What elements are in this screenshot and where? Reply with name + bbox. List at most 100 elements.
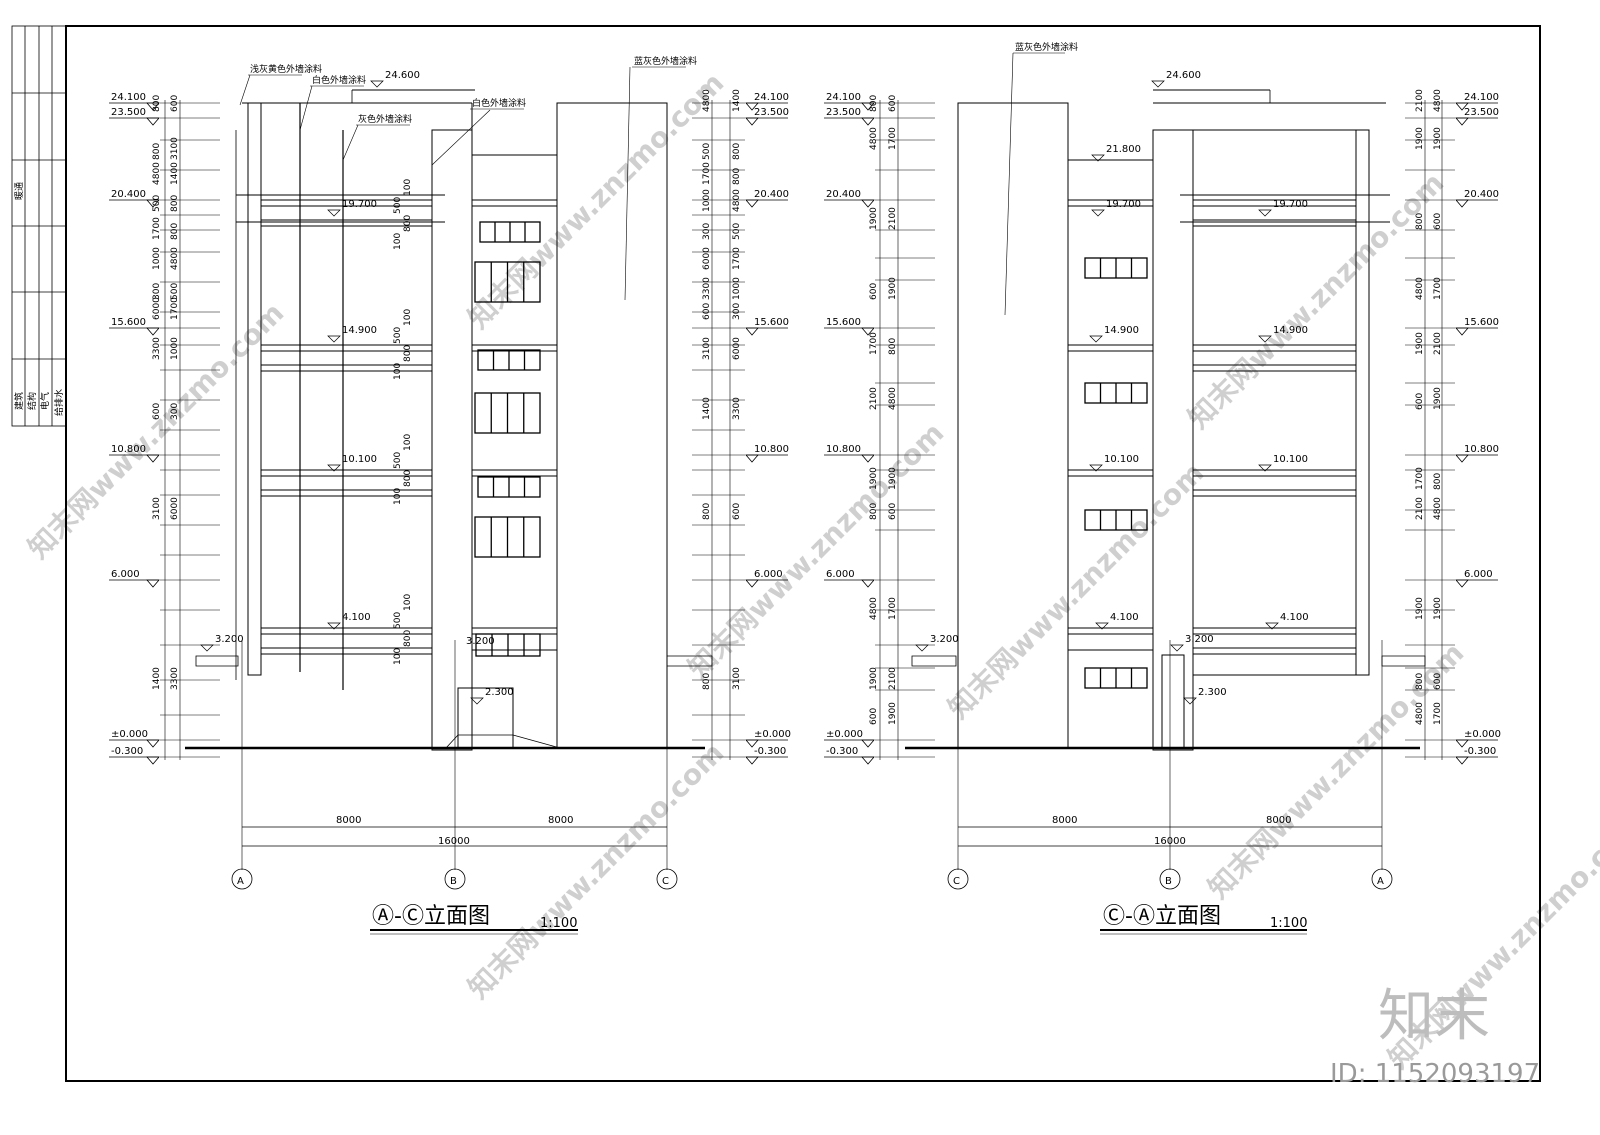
- side-table: [11, 25, 67, 427]
- dim-segment: 8000: [336, 815, 361, 826]
- inner-dim: 100: [393, 233, 403, 250]
- level-symbol: [745, 199, 759, 208]
- level-label-right: 10.800: [754, 444, 789, 455]
- dim-label-right-outer: 800: [732, 168, 742, 185]
- level-label-right: 6.000: [754, 569, 783, 580]
- dim-label-left-outer: 1400: [152, 667, 162, 690]
- dim-label-right-outer: 1900: [1433, 597, 1443, 620]
- level-label-right: 23.500: [1464, 107, 1499, 118]
- material-note: 蓝灰色外墙涂料: [634, 55, 697, 67]
- inner-level: 4.100: [342, 612, 371, 623]
- leader: [342, 124, 359, 161]
- dim-label-right-outer: 500: [732, 223, 742, 240]
- inner-level: 4.100: [1110, 612, 1139, 623]
- dim-label-right: 1000: [702, 189, 712, 212]
- dim-label-right: 800: [1415, 673, 1425, 690]
- axis-label: B: [450, 876, 457, 887]
- floor-band-right: [471, 199, 558, 207]
- dim-label-left: 1900: [888, 467, 898, 490]
- level-label-left: 23.500: [111, 107, 146, 118]
- axis-bubble: [656, 868, 678, 890]
- axis-bubble: [444, 868, 466, 890]
- inner-level: 3.200: [466, 636, 495, 647]
- dim-label-right-outer: 1900: [1433, 387, 1443, 410]
- dim-label-left-outer: 4800: [152, 162, 162, 185]
- watermark-text: 知末网www.znzmo.com: [1202, 636, 1471, 905]
- dim-label-right: 4800: [702, 89, 712, 112]
- inner-level-symbol: [1258, 464, 1272, 472]
- dim-label-right: 4800: [1415, 277, 1425, 300]
- leader: [1004, 52, 1014, 316]
- dim-segment: 8000: [1266, 815, 1291, 826]
- dim-label-right: 800: [702, 503, 712, 520]
- dim-label-right-outer: 800: [1433, 473, 1443, 490]
- dim-label-left: 600: [170, 95, 180, 112]
- dim-label-right: 1700: [702, 162, 712, 185]
- dim-label-left-outer: 1700: [152, 217, 162, 240]
- leader: [299, 85, 313, 131]
- level-label-right: 24.100: [1464, 92, 1499, 103]
- inner-level-symbol: [470, 697, 484, 705]
- dim-label-left-outer: 500: [152, 195, 162, 212]
- level-symbol: [146, 756, 160, 765]
- floor-band-right: [471, 627, 558, 635]
- material-note: 浅灰黄色外墙涂料: [250, 63, 322, 75]
- dim-label-left-outer: 1900: [869, 467, 879, 490]
- inner-level-symbol: [1258, 209, 1272, 217]
- inner-level: 14.900: [1273, 325, 1308, 336]
- inner-level-symbol: [1091, 209, 1105, 217]
- entrance-column: [1161, 654, 1185, 749]
- dim-label-left: 2100: [888, 207, 898, 230]
- level-label-left: 23.500: [826, 107, 861, 118]
- inner-level-symbol: [327, 209, 341, 217]
- inner-dim: 100: [393, 363, 403, 380]
- level-label-right: 6.000: [1464, 569, 1493, 580]
- level-symbol: [1455, 199, 1469, 208]
- level-symbol: [745, 117, 759, 126]
- entrance: [457, 687, 514, 749]
- floor-band-left: [1067, 627, 1154, 635]
- inner-level-symbol: [327, 622, 341, 630]
- axis-bubble: [1371, 868, 1393, 890]
- inner-dim: 100: [393, 648, 403, 665]
- inner-level-symbol: [327, 464, 341, 472]
- inner-level: 10.100: [342, 454, 377, 465]
- dim-label-right: 6000: [702, 247, 712, 270]
- canopy: [911, 655, 957, 667]
- dim-label-right-outer: 4800: [1433, 89, 1443, 112]
- level-label-left: 10.800: [826, 444, 861, 455]
- inner-level-symbol: [327, 335, 341, 343]
- axis-label: C: [662, 876, 669, 887]
- watermark-id: ID: 1152093197: [1330, 1059, 1540, 1089]
- dim-label-left: 1900: [888, 702, 898, 725]
- level-symbol: [745, 756, 759, 765]
- watermark-text: 知末网www.znzmo.com: [682, 416, 951, 685]
- dim-segment: 8000: [1052, 815, 1077, 826]
- level-label-right: 10.800: [1464, 444, 1499, 455]
- level-label-right: 23.500: [754, 107, 789, 118]
- inner-dim: 500: [393, 327, 403, 344]
- dim-label-right: 1900: [1415, 332, 1425, 355]
- dim-label-left-outer: 1000: [152, 247, 162, 270]
- axis-bubble: [947, 868, 969, 890]
- dim-label-right-outer: 4800: [732, 189, 742, 212]
- material-note: 蓝灰色外墙涂料: [1015, 41, 1078, 53]
- floor-band-2: [1192, 219, 1357, 227]
- dim-label-left-outer: 2100: [869, 387, 879, 410]
- floor-band: [260, 344, 433, 352]
- inner-level: 4.100: [1280, 612, 1309, 623]
- level-label-left: 24.100: [826, 92, 861, 103]
- floor-band-2: [260, 364, 433, 372]
- inner-level: 3.200: [1185, 634, 1214, 645]
- dim-label-right: 2100: [1415, 89, 1425, 112]
- level-label-left: 24.100: [111, 92, 146, 103]
- level-label-left: ±0.000: [111, 729, 148, 740]
- right-block: [556, 102, 668, 749]
- watermark-layer: 知末网www.znzmo.com知末网www.znzmo.com知末网www.z…: [22, 66, 1600, 1075]
- floor-band-right: [471, 344, 558, 352]
- level-symbol: [146, 579, 160, 588]
- inner-level-symbol: [1091, 154, 1105, 162]
- inner-dim: 500: [393, 612, 403, 629]
- inner-level: 2.300: [485, 687, 514, 698]
